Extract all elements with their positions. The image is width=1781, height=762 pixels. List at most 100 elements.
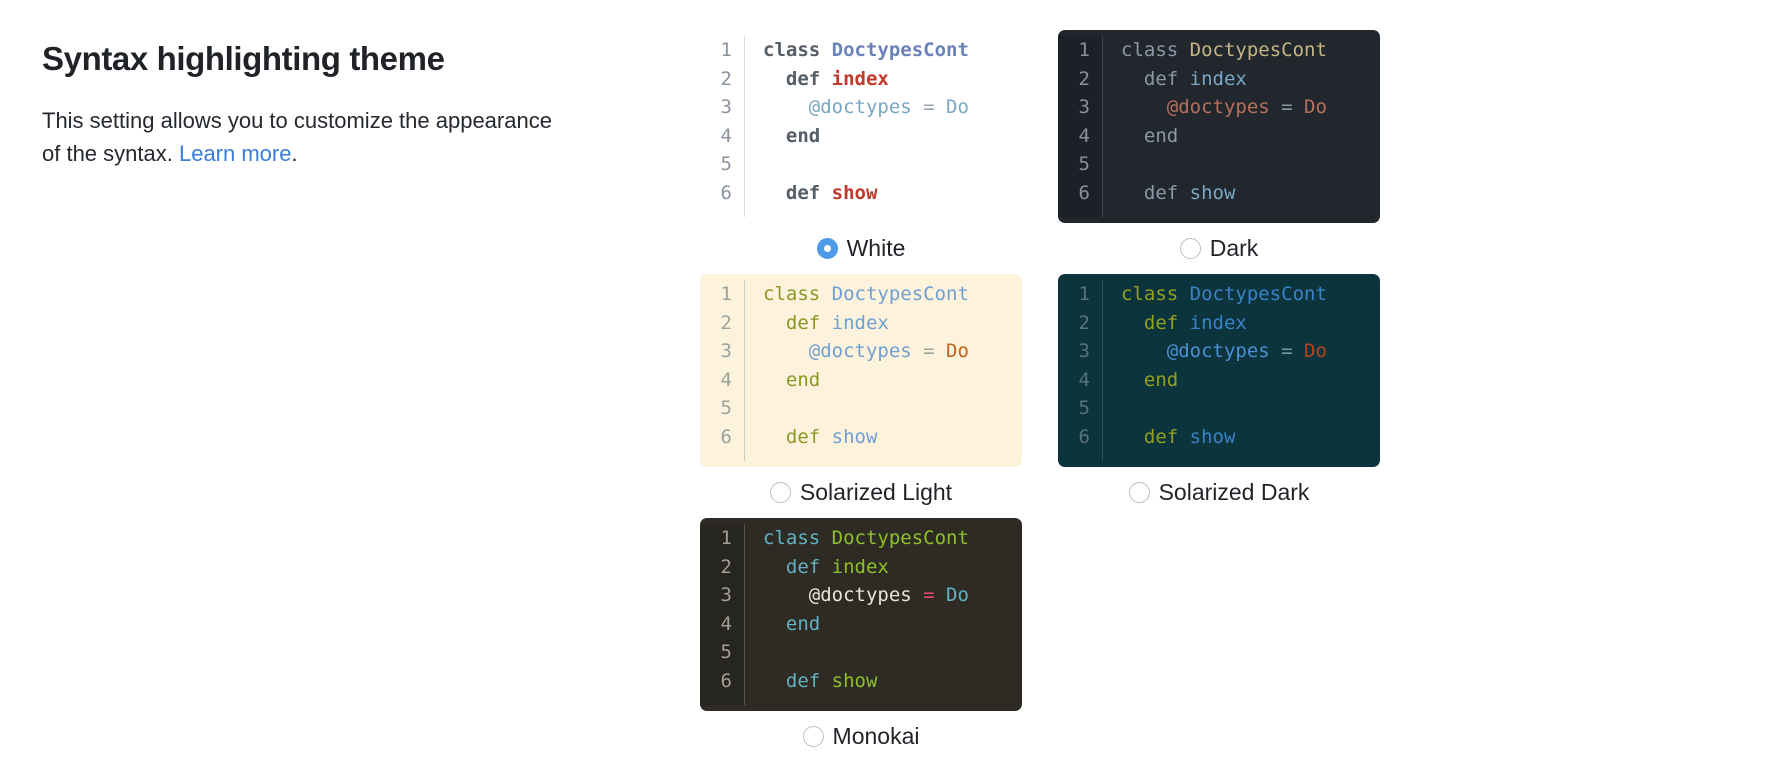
code-line: def show [763,179,1022,208]
radio-white-selected[interactable] [816,238,838,259]
code-line: def show [763,667,1022,696]
code-token-operator: = [911,584,947,606]
code-token-ivar: @doctypes [763,340,912,362]
line-number: 3 [720,96,732,118]
radio-label-solarized-dark[interactable]: Solarized Dark [1158,479,1310,505]
line-number: 3 [720,584,732,606]
code-line: @doctypes = Do [1121,93,1380,122]
radio-solarized-light[interactable] [769,482,791,503]
code-body: class DoctypesCont def index @doctypes =… [1102,36,1380,217]
code-line: def index [1121,309,1380,338]
radio-dark[interactable] [1179,238,1201,259]
code-token-constant: Do [946,584,969,606]
radio-solarized-dark[interactable] [1128,482,1150,503]
line-number: 6 [720,425,732,448]
code-token-constant: Do [946,340,969,362]
page-description: This setting allows you to customize the… [42,104,572,170]
code-line [763,150,1022,179]
code-line: end [763,610,1022,639]
line-number: 4 [720,612,732,635]
line-number: 1 [1078,39,1090,61]
code-token-keyword: def [763,555,832,578]
description-text-before: This setting allows you to customize the… [42,107,552,166]
line-number: 4 [1078,368,1090,391]
line-number: 4 [1078,124,1090,147]
code-token-function: index [831,311,889,334]
line-number: 5 [1078,153,1090,175]
code-token-function: show [831,425,878,448]
code-body: class DoctypesCont def index @doctypes =… [744,36,1022,217]
radio-label-dark[interactable]: Dark [1209,235,1259,261]
code-token-ivar: @doctypes [1121,96,1270,118]
code-token-constant: Do [1304,96,1327,118]
code-token-keyword: def [1121,425,1190,448]
code-line: def index [763,65,1022,94]
line-number: 5 [720,397,732,419]
code-token-classname: DoctypesCont [1189,39,1327,61]
line-number: 1 [720,527,732,549]
line-number: 5 [1078,397,1090,419]
learn-more-link[interactable]: Learn more [178,140,292,166]
code-token-ivar: @doctypes [1121,340,1270,362]
line-number: 4 [720,368,732,391]
code-line: def index [763,309,1022,338]
code-token-keyword: end [763,368,821,391]
code-line: class DoctypesCont [763,36,1022,65]
radio-label-monokai[interactable]: Monokai [832,723,920,749]
code-line: class DoctypesCont [763,524,1022,553]
code-line: @doctypes = Do [763,581,1022,610]
code-token-keyword: def [763,669,832,692]
code-token-keyword: end [763,612,821,635]
code-token-function: show [1189,425,1236,448]
theme-radio-row-solarized-dark[interactable]: Solarized Dark [1058,481,1380,504]
radio-label-white[interactable]: White [846,235,906,261]
code-line: class DoctypesCont [763,280,1022,309]
code-line: def index [763,553,1022,582]
radio-label-solarized-light[interactable]: Solarized Light [799,479,953,505]
code-token-operator: = [1269,340,1305,362]
code-body: class DoctypesCont def index @doctypes =… [744,280,1022,461]
code-token-keyword: end [1121,368,1179,391]
description-text-after: . [291,140,298,166]
theme-radio-row-solarized-light[interactable]: Solarized Light [700,481,1022,504]
line-number: 2 [720,555,732,578]
code-token-constant: Do [1304,340,1327,362]
theme-radio-row-monokai[interactable]: Monokai [700,725,1022,748]
code-token-keyword: class [763,283,832,305]
line-number: 2 [1078,311,1090,334]
code-token-classname: DoctypesCont [831,283,969,305]
radio-monokai[interactable] [802,726,824,747]
line-number: 6 [720,181,732,204]
code-token-keyword: def [1121,181,1190,204]
theme-radio-row-dark[interactable]: Dark [1058,237,1380,260]
code-token-function: index [1189,67,1247,90]
code-token-keyword: def [763,67,832,90]
code-token-keyword: def [763,311,832,334]
code-line: end [763,122,1022,151]
code-line: def show [1121,179,1380,208]
line-number: 6 [720,669,732,692]
code-token-keyword: class [763,527,832,549]
line-number: 3 [1078,96,1090,118]
code-token-keyword: def [763,425,832,448]
code-line [763,394,1022,423]
code-token-function: show [1189,181,1236,204]
code-token-function: show [831,181,878,204]
theme-radio-row-white[interactable]: White [700,237,1022,260]
line-number: 3 [1078,340,1090,362]
code-token-function: index [831,67,889,90]
